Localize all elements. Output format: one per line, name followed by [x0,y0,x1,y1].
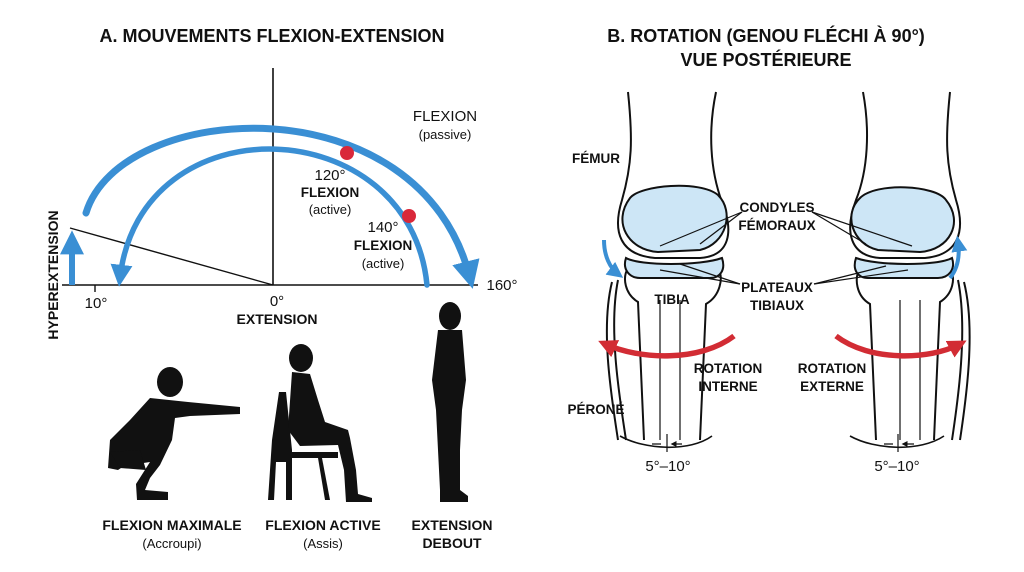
rotation-interne-arrow [598,333,736,359]
condyles-label-1: CONDYLES [739,200,814,215]
figure3-title: EXTENSION [412,517,493,533]
plateaux-label-1: PLATEAUX [741,280,813,295]
marker-140 [402,209,416,223]
flex120-label: FLEXION [301,185,360,200]
panel-b-title-line2: VUE POSTÉRIEURE [680,49,851,70]
right-knee [849,91,971,441]
rotation-interne-label-2: INTERNE [698,379,757,394]
figure2-title: FLEXION ACTIVE [265,517,380,533]
figure2-sub: (Assis) [303,536,343,551]
squat-figure [108,367,240,500]
flex120-sub: (active) [309,202,352,217]
rotation-interne-label-1: ROTATION [694,361,763,376]
right-angle-arc [849,435,945,449]
panel-a-title: A. MOUVEMENTS FLEXION-EXTENSION [99,26,444,46]
perone-label: PÉRONÉ [567,402,624,417]
panel-b-title-line1: B. ROTATION (GENOU FLÉCHI À 90°) [607,25,925,46]
figure1-title: FLEXION MAXIMALE [102,517,241,533]
standing-figure [432,302,468,502]
rotation-externe-arrow [834,333,967,359]
marker-120 [340,146,354,160]
flex120-deg: 120° [314,167,345,184]
tibia-label: TIBIA [654,292,689,307]
right-small-blue-arrow [948,235,968,280]
tick-0-label: 0° [270,293,284,310]
hyperextension-label: HYPEREXTENSION [45,210,61,339]
tick-160-label: 160° [486,277,517,294]
leader-lines [659,211,913,285]
range-left-label: 5°–10° [645,458,690,475]
figure3-sub: DEBOUT [422,535,482,551]
rotation-externe-label-2: EXTERNE [800,379,864,394]
extension-label: EXTENSION [237,311,318,327]
tick-10-label: 10° [85,295,108,312]
flexion-passive-label: FLEXION [413,108,477,125]
left-small-blue-arrow [602,239,624,278]
hyperextension-line [69,227,274,286]
condyles-label-2: FÉMORAUX [738,218,815,233]
left-angle-arc [619,435,713,449]
range-right-label: 5°–10° [874,458,919,475]
femur-label: FÉMUR [572,151,620,166]
flex140-label: FLEXION [354,238,413,253]
figure1-sub: (Accroupi) [142,536,201,551]
left-knee [605,91,730,441]
seated-figure [268,344,372,502]
flexion-passive-sub: (passive) [419,127,472,142]
rotation-externe-label-1: ROTATION [798,361,867,376]
flexion-passive-arc [82,124,480,289]
flex140-deg: 140° [367,219,398,236]
flex140-sub: (active) [362,256,405,271]
plateaux-label-2: TIBIAUX [750,298,804,313]
